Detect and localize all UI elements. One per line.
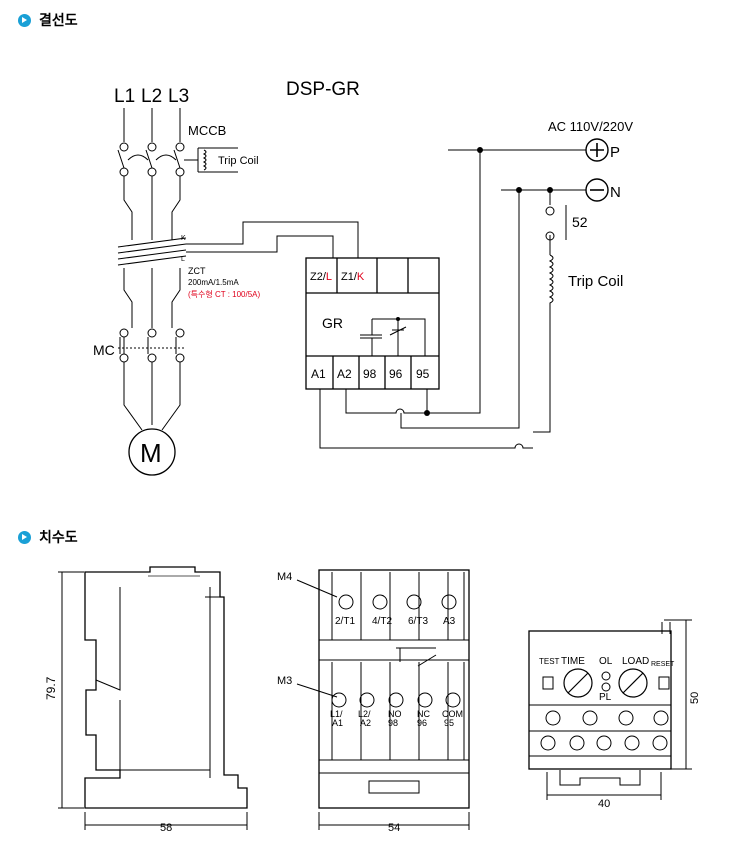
- m4-label: M4: [277, 571, 292, 583]
- terminal-a1: A1: [311, 367, 326, 381]
- panel-view: [528, 619, 692, 800]
- mccb-label: MCCB: [188, 123, 226, 138]
- wiring-section-title: 결선도: [39, 13, 78, 29]
- bottom-terminal-a2: A2: [360, 718, 371, 728]
- top-terminal-4t2: 4/T2: [372, 616, 392, 627]
- wiring-section-header: 결선도: [18, 10, 78, 30]
- terminal-96: 96: [389, 367, 403, 381]
- bottom-terminal-com: COM: [442, 709, 463, 719]
- zct-name: ZCT: [188, 266, 206, 276]
- motor-label: M: [140, 438, 162, 468]
- phase-lines-lower: [123, 268, 181, 328]
- panel-pl-label: PL: [599, 692, 612, 703]
- panel-height-label: 50: [689, 692, 701, 704]
- phase-lines-top: [123, 108, 181, 142]
- time-dial-icon: [563, 668, 593, 698]
- bottom-terminal-98: 98: [388, 718, 398, 728]
- z2-label: Z2/L: [310, 271, 332, 283]
- dimension-section-title: 치수도: [39, 530, 78, 546]
- dimension-section-header: 치수도: [18, 527, 78, 547]
- minus-terminal-icon: [585, 178, 609, 202]
- front-top-screws: [338, 594, 457, 610]
- junction-p: [477, 147, 483, 153]
- panel-test-label: TEST: [539, 657, 560, 666]
- side-width-label: 58: [160, 822, 172, 834]
- mc-label: MC: [93, 342, 115, 358]
- terminal-98: 98: [363, 367, 377, 381]
- side-height-label: 79.7: [44, 676, 58, 700]
- panel-load-label: LOAD: [622, 656, 649, 667]
- phase-lines-mid: [123, 176, 181, 240]
- line-label-l1: L1: [114, 86, 135, 107]
- terminal-a2: A2: [337, 367, 352, 381]
- bullet-icon: [18, 530, 31, 544]
- top-terminal-2t1: 2/T1: [335, 616, 355, 627]
- panel-ol-label: OL: [599, 656, 613, 667]
- panel-time-label: TIME: [561, 656, 585, 667]
- control-wiring: [319, 149, 586, 449]
- relay-name: GR: [322, 315, 343, 331]
- terminal-95: 95: [416, 367, 430, 381]
- trip-coil-left-label: Trip Coil: [218, 155, 259, 167]
- motor-leads: [123, 362, 181, 431]
- zct-rating: 200mA/1.5mA: [188, 278, 239, 287]
- mc-contactor: [118, 328, 186, 363]
- m3-label: M3: [277, 675, 292, 687]
- bottom-terminal-95: 95: [444, 718, 454, 728]
- motor-symbol: [128, 428, 176, 476]
- panel-bottom-screws: [540, 735, 668, 751]
- bottom-terminal-nc: NC: [417, 709, 430, 719]
- panel-reset-label: RESET: [651, 661, 675, 668]
- bullet-icon: [18, 13, 31, 27]
- bottom-terminal-96: 96: [417, 718, 427, 728]
- n-terminal-label: N: [610, 184, 621, 201]
- gr-relay-body: [305, 257, 440, 390]
- panel-top-screws: [545, 710, 669, 726]
- junction-n1: [516, 187, 522, 193]
- p-terminal-label: P: [610, 144, 620, 161]
- line-label-l3: L3: [168, 86, 189, 107]
- zct-k-label: K: [181, 235, 186, 242]
- zct-l-label: L: [181, 256, 185, 263]
- z1-label: Z1/K: [341, 271, 365, 283]
- front-bottom-screws: [331, 692, 461, 708]
- contact-52-label: 52: [572, 214, 588, 230]
- side-view: [58, 566, 248, 830]
- power-label: AC 110V/220V: [548, 119, 633, 134]
- panel-width-label: 40: [598, 798, 610, 810]
- front-view: [296, 569, 470, 830]
- trip-coil-right-label: Trip Coil: [568, 273, 623, 290]
- junction-n2: [547, 187, 553, 193]
- wiring-diagram: DSP-GR L1 L2 L3 MCCB Trip Coil K L ZCT 2…: [93, 79, 633, 476]
- zct-special: (특수형 CT : 100/5A): [188, 290, 261, 299]
- top-terminal-a3: A3: [443, 616, 456, 627]
- bottom-terminal-l1: L1/: [330, 709, 343, 719]
- bottom-terminal-l2: L2/: [358, 709, 371, 719]
- front-width-label: 54: [388, 822, 400, 834]
- plus-terminal-icon: [585, 138, 609, 162]
- relay-junction: [396, 317, 400, 321]
- junction-95: [424, 410, 430, 416]
- load-dial-icon: [618, 668, 648, 698]
- line-label-l2: L2: [141, 86, 162, 107]
- model-label: DSP-GR: [286, 79, 360, 100]
- bottom-terminal-a1: A1: [332, 718, 343, 728]
- top-terminal-6t3: 6/T3: [408, 616, 428, 627]
- bottom-terminal-no: NO: [388, 709, 402, 719]
- zct-transformer: [117, 221, 359, 266]
